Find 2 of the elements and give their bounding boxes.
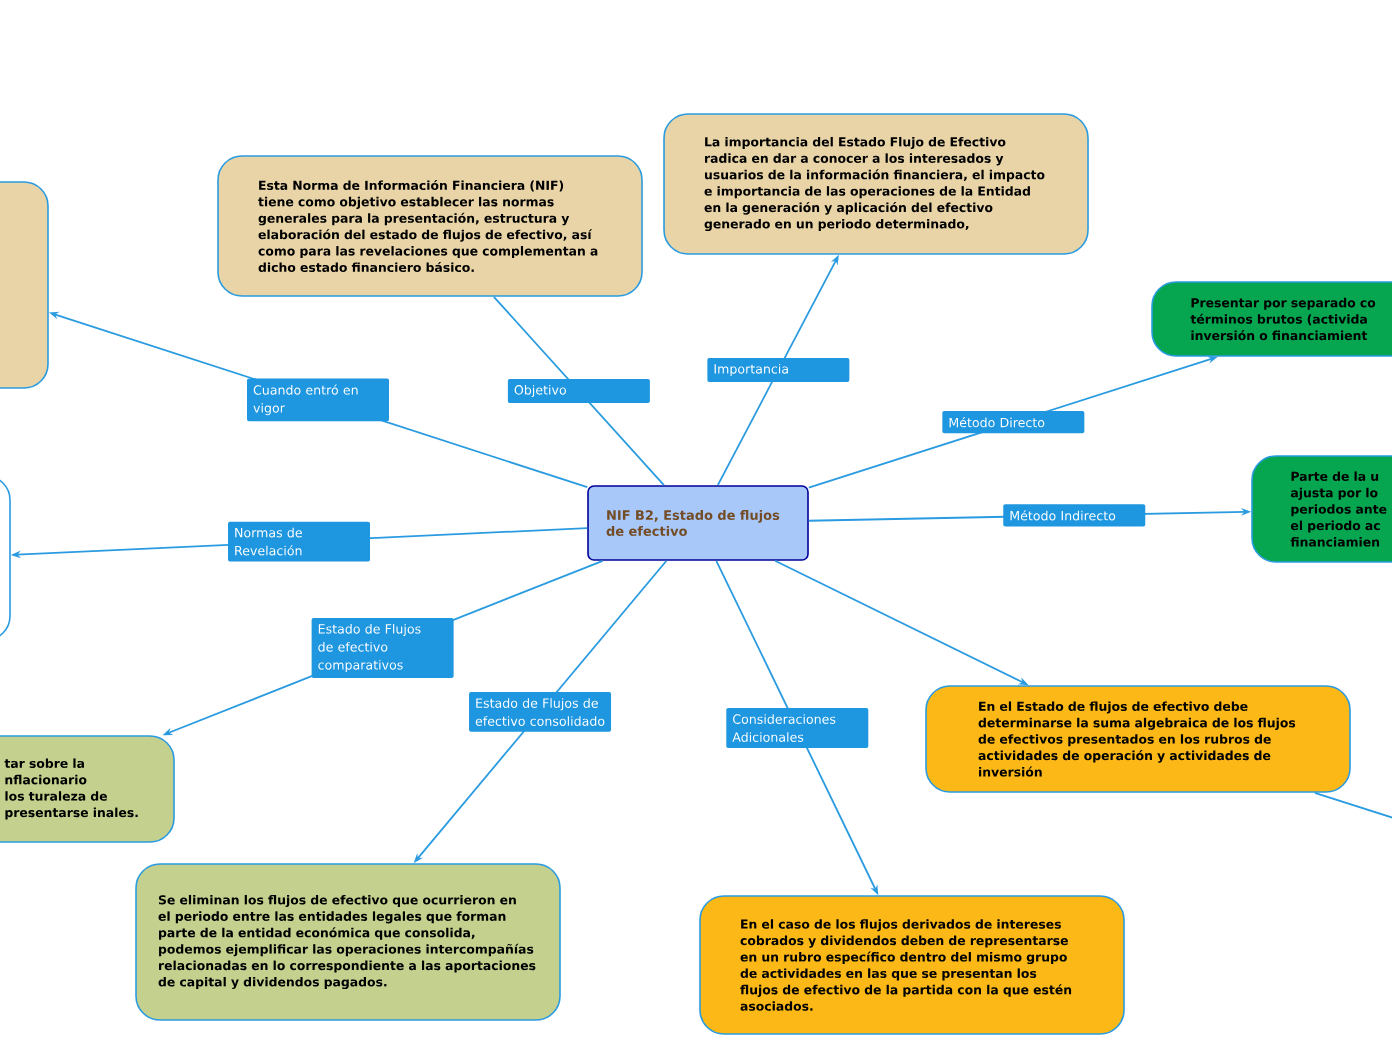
topic-box — [0, 475, 11, 641]
topic-box — [0, 181, 49, 389]
